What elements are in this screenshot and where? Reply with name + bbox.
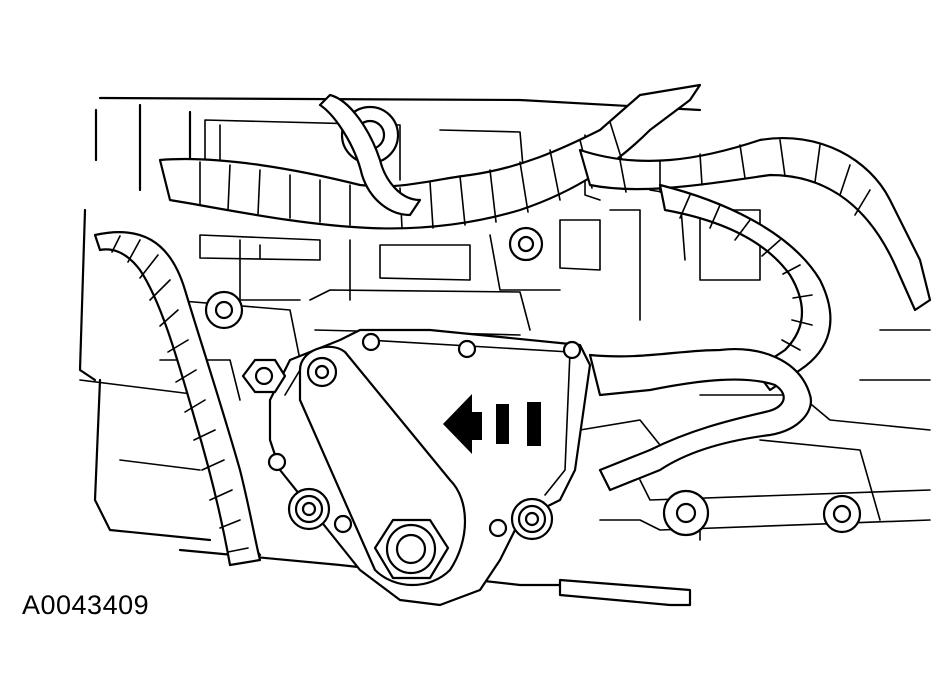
figure-id-label: A0043409 [22, 590, 150, 620]
direction-arrow [443, 394, 541, 454]
wiring-harness [93, 83, 932, 567]
mounting-bolts [241, 358, 554, 580]
harness-conduit [588, 348, 813, 492]
